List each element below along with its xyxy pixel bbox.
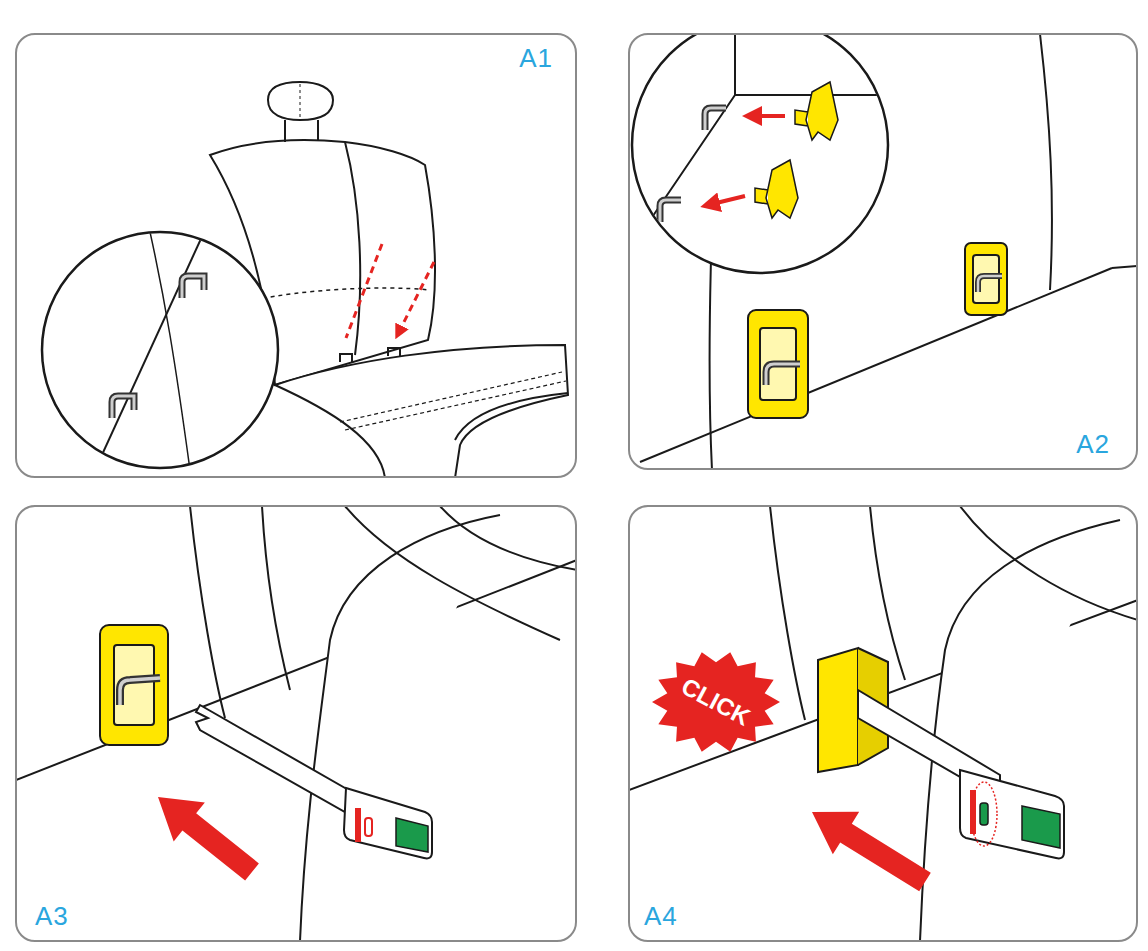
art-path [440, 506, 576, 570]
art-path [344, 788, 432, 858]
art-path [755, 160, 798, 218]
art-path [112, 396, 134, 418]
anchor-guide-scene [632, 34, 1137, 469]
art-path [120, 678, 160, 705]
art-path [120, 678, 160, 705]
art-path [770, 506, 805, 720]
art-path [795, 82, 838, 140]
art-rect [365, 818, 372, 836]
art-path [1112, 266, 1137, 268]
art-path [920, 520, 1120, 941]
art-g [95, 230, 205, 470]
step-panel: A2 [628, 33, 1138, 470]
art-path [346, 244, 434, 338]
art-path [766, 364, 800, 385]
art-path [818, 648, 858, 772]
art-path [705, 108, 726, 130]
art-path [1022, 806, 1060, 848]
push-arrow [812, 812, 931, 892]
click-scene [629, 506, 1137, 941]
guide [100, 625, 168, 745]
art-rect [748, 310, 808, 418]
art-rect [965, 243, 1007, 315]
art-path [766, 364, 800, 385]
art-rect [355, 808, 361, 842]
art-path [300, 515, 500, 941]
step-label: A2 [1076, 429, 1110, 460]
step-panel: A1 [15, 33, 577, 478]
art-path [150, 232, 190, 470]
step-panel: A3 [15, 505, 577, 942]
art-path [640, 268, 1112, 462]
seat-scene [42, 82, 568, 477]
art-path [870, 506, 905, 680]
art-path [708, 196, 745, 205]
art-path [190, 506, 225, 718]
step-label: A1 [519, 43, 553, 74]
art-circle [632, 34, 888, 273]
art-path [705, 108, 726, 130]
art-path [112, 396, 134, 418]
art-path [640, 34, 735, 235]
art-g [640, 34, 900, 235]
art-path [285, 120, 318, 142]
art-rect [100, 625, 168, 745]
step-label: A3 [35, 901, 69, 932]
art-path [182, 276, 204, 298]
art-path [750, 114, 785, 118]
guide-large [748, 310, 808, 418]
step-label: A4 [644, 901, 678, 932]
guide-small [965, 243, 1007, 315]
starburst-fill [652, 652, 780, 751]
art-path [196, 705, 352, 816]
art-path [262, 506, 290, 690]
art-path [960, 506, 1137, 620]
push-arrow [158, 797, 259, 881]
art-path [660, 200, 681, 222]
art-path [978, 276, 1002, 292]
click-starburst: CLICK [650, 649, 782, 755]
art-path [182, 276, 204, 298]
push-arrows [158, 797, 931, 891]
art-path [275, 345, 568, 477]
art-path [960, 770, 1064, 858]
art-path [268, 82, 333, 120]
art-path [978, 276, 1002, 292]
art-path [1040, 34, 1052, 290]
art-path [455, 393, 568, 440]
step-panel: A4 CLICK [628, 505, 1138, 942]
art-path [255, 288, 430, 300]
art-path [300, 84, 301, 118]
art-ellipse [971, 782, 997, 846]
art-path [340, 348, 400, 362]
art-path [345, 506, 560, 640]
art-rect [980, 803, 988, 825]
art-rect [970, 790, 976, 834]
art-path [660, 200, 681, 222]
art-circle [42, 232, 278, 468]
art-path [340, 372, 566, 430]
art-path [396, 818, 428, 852]
insert-scene [16, 506, 576, 941]
art-path [95, 230, 205, 470]
art-path [16, 560, 576, 780]
